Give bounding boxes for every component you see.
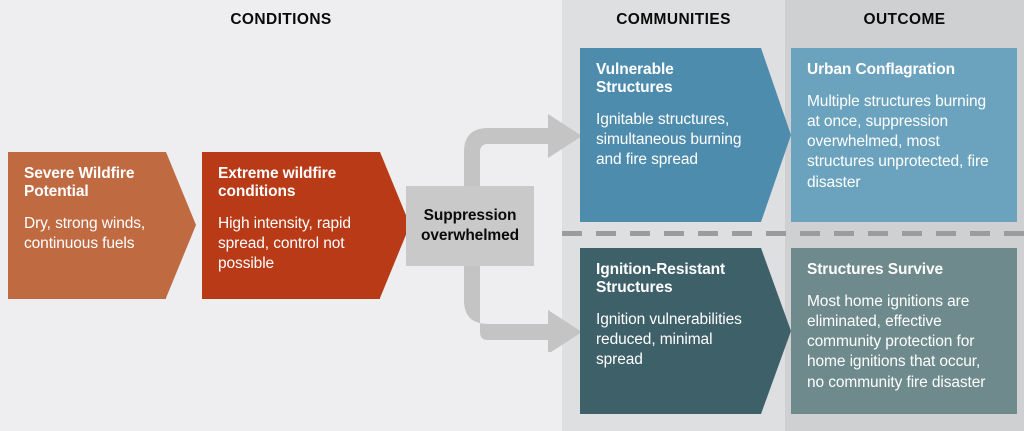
node-extreme-wildfire-conditions[interactable]: Extreme wildfire conditions High intensi… [202, 152, 410, 299]
scenario-divider [562, 231, 1024, 236]
node-suppression-overwhelmed[interactable]: Suppression overwhelmed [406, 186, 534, 266]
chevron-arrow-icon [166, 152, 196, 298]
node-extreme-body: Extreme wildfire conditions High intensi… [202, 152, 380, 299]
node-vulnerable-text: Ignitable structures, simultaneous burni… [596, 110, 742, 169]
chevron-arrow-icon [380, 152, 410, 298]
node-urban-text: Multiple structures burning at once, sup… [807, 92, 989, 191]
node-extreme-text: High intensity, rapid spread, control no… [218, 214, 351, 273]
node-ignition-resistant-text: Ignition vulnerabilities reduced, minima… [596, 310, 742, 369]
node-structures-survive-text: Most home ignitions are eliminated, effe… [807, 292, 986, 391]
node-vulnerable-structures[interactable]: Vulnerable Structures Ignitable structur… [580, 48, 791, 222]
node-structures-survive-title: Structures Survive [807, 261, 944, 278]
header-outcome: OUTCOME [863, 11, 946, 28]
chevron-arrow-icon [761, 48, 791, 222]
node-severe-text: Dry, strong winds, continuous fuels [24, 214, 146, 253]
node-ignition-resistant-structures[interactable]: Ignition-Resistant Structures Ignition v… [580, 248, 791, 414]
node-vulnerable-title: Vulnerable Structures [596, 61, 674, 96]
node-suppression-label: Suppression overwhelmed [421, 207, 519, 244]
node-ignition-resistant-title: Ignition-Resistant Structures [596, 261, 726, 296]
header-communities: COMMUNITIES [616, 11, 731, 28]
chevron-arrow-icon [761, 248, 791, 414]
node-structures-survive-body: Structures Survive Most home ignitions a… [791, 248, 1017, 414]
node-severe-title: Severe Wildfire Potential [24, 165, 135, 200]
node-vulnerable-body: Vulnerable Structures Ignitable structur… [580, 48, 761, 222]
node-urban-conflagration[interactable]: Urban Conflagration Multiple structures … [791, 48, 1017, 222]
node-severe-wildfire-potential[interactable]: Severe Wildfire Potential Dry, strong wi… [8, 152, 196, 299]
node-ignition-resistant-body: Ignition-Resistant Structures Ignition v… [580, 248, 761, 414]
node-structures-survive[interactable]: Structures Survive Most home ignitions a… [791, 248, 1017, 414]
header-conditions: CONDITIONS [230, 11, 332, 28]
node-extreme-title: Extreme wildfire conditions [218, 165, 337, 200]
node-severe-body: Severe Wildfire Potential Dry, strong wi… [8, 152, 166, 299]
node-urban-body: Urban Conflagration Multiple structures … [791, 48, 1017, 222]
node-urban-title: Urban Conflagration [807, 61, 955, 78]
